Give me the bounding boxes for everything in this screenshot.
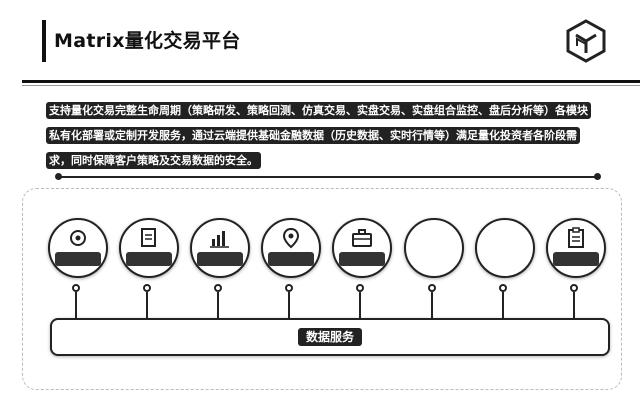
connector [71, 284, 81, 320]
briefcase-icon [352, 229, 372, 247]
module-label [553, 252, 599, 266]
connector-stem [359, 292, 361, 320]
header: Matrix量化交易平台 [0, 0, 640, 86]
connector-stem [75, 292, 77, 320]
connector-knob [285, 284, 293, 292]
module-circle [404, 218, 464, 278]
connector [355, 284, 365, 320]
connector-stem [431, 292, 433, 320]
connector [569, 284, 579, 320]
module-placeholder-a [404, 218, 464, 278]
module-label [268, 252, 314, 266]
connector [427, 284, 437, 320]
module-label [126, 252, 172, 266]
connector-stem [288, 292, 290, 320]
module-backtest [119, 218, 179, 278]
matrix-cube-logo-icon [566, 19, 606, 63]
module-analytics [190, 218, 250, 278]
module-strategy-research [48, 218, 108, 278]
connector-stem [502, 292, 504, 320]
connector-stem [573, 292, 575, 320]
bar-chart-icon [210, 231, 229, 248]
gear-icon [70, 230, 86, 246]
connector-knob [356, 284, 364, 292]
title-accent-bar [42, 20, 46, 62]
divider-end-dot [594, 173, 601, 180]
module-circle [48, 218, 108, 278]
module-label [339, 252, 385, 266]
architecture-frame [22, 188, 622, 390]
connector-knob [214, 284, 222, 292]
clipboard-icon [568, 227, 584, 248]
module-circle [475, 218, 535, 278]
module-label [197, 252, 243, 266]
blank-icon [493, 227, 517, 249]
connector-stem [217, 292, 219, 320]
connector [213, 284, 223, 320]
connector-knob [499, 284, 507, 292]
section-divider [58, 176, 598, 178]
connector [284, 284, 294, 320]
module-placeholder-b [475, 218, 535, 278]
header-rule-thin [22, 85, 640, 86]
connector-stem [146, 292, 148, 320]
platform-description: 支持量化交易完整生命周期（策略研发、策略回测、仿真交易、实盘交易、实盘组合监控、… [46, 98, 594, 173]
connector [498, 284, 508, 320]
module-reports [546, 218, 606, 278]
connector [142, 284, 152, 320]
data-service-label: 数据服务 [298, 328, 362, 346]
connector-knob [570, 284, 578, 292]
page-title: Matrix量化交易平台 [54, 30, 241, 52]
connector-knob [428, 284, 436, 292]
connector-knob [72, 284, 80, 292]
data-service-bar: 数据服务 [50, 318, 610, 356]
document-icon [141, 228, 156, 247]
location-pin-icon [282, 227, 300, 249]
module-label [55, 252, 101, 266]
header-rule [22, 80, 640, 83]
blank-icon [422, 227, 446, 249]
module-circle [332, 218, 392, 278]
divider-end-dot [55, 173, 62, 180]
connector-knob [143, 284, 151, 292]
module-portfolio [332, 218, 392, 278]
description-text: 支持量化交易完整生命周期（策略研发、策略回测、仿真交易、实盘交易、实盘组合监控、… [46, 102, 591, 169]
module-simulation [261, 218, 321, 278]
module-circle [190, 218, 250, 278]
